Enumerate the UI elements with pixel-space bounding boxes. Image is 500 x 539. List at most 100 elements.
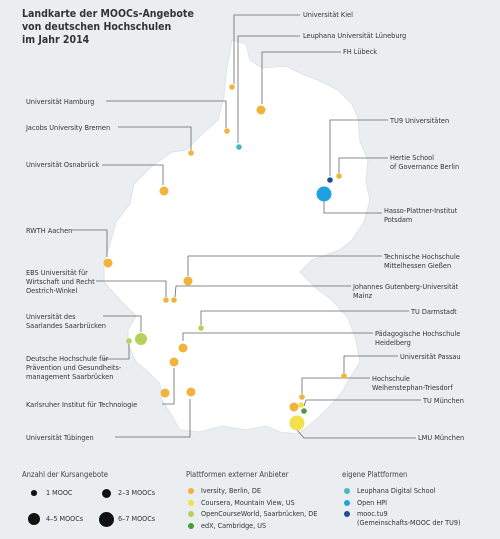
marker-dhfpg <box>169 357 179 367</box>
label-tudarmstadt: TU Darmstadt <box>411 307 457 316</box>
leader-line-lueneburg <box>237 35 300 143</box>
marker-lmu <box>289 415 305 431</box>
label-mainz: Johannes Gutenberg-Universität Mainz <box>353 282 459 300</box>
legend-count-label-1: 2–3 MOOCs <box>118 488 156 497</box>
marker-kit <box>186 387 196 397</box>
marker-phheidelberg <box>178 343 188 353</box>
leader-line-jacobs <box>118 126 192 150</box>
legend-external-dot-3 <box>188 522 194 529</box>
legend-external-label-1: Coursera, Mountain View, US <box>201 497 295 507</box>
marker-aachen <box>103 258 113 268</box>
legend-own-dot-1 <box>344 499 350 506</box>
marker-mainz <box>171 297 177 303</box>
marker-tu9 <box>327 177 333 183</box>
leader-line-phheidelberg <box>182 332 373 341</box>
leader-line-thm <box>187 255 382 276</box>
legend-external-dot-1 <box>188 499 194 506</box>
legend-external-label-2: OpenCourseWorld, Saarbrücken, DE <box>201 509 318 518</box>
marker-lueneburg <box>236 144 242 150</box>
label-lueneburg: Leuphana Universität Lüneburg <box>303 31 407 40</box>
label-tum: TU München <box>423 396 464 405</box>
legend-external-label-3: edX, Cambridge, US <box>201 520 267 530</box>
germany-outline <box>103 39 371 435</box>
marker-thm <box>183 276 193 286</box>
legend-external-label-0: Iversity, Berlin, DE <box>201 486 261 495</box>
legend-own-label-1: Open HPI <box>357 497 387 507</box>
legend-count-dot-1 <box>101 488 111 498</box>
leader-line-lmu <box>296 429 416 439</box>
marker-tum_c <box>298 402 304 408</box>
label-passau: Universität Passau <box>400 352 461 361</box>
label-osnabrueck: Universität Osnabrück <box>26 160 100 169</box>
leader-line-tum <box>303 399 421 407</box>
label-kiel: Universität Kiel <box>303 10 353 19</box>
legend-count-label-3: 6–7 MOOCs <box>118 514 156 523</box>
label-dhfpg: Deutsche Hochschule für Prävention und G… <box>26 354 122 381</box>
marker-saarland_b <box>135 333 147 345</box>
marker-hamburg <box>224 128 230 134</box>
label-kit: Karlsruher Institut für Technologie <box>26 400 138 409</box>
marker-passau <box>341 373 347 379</box>
leader-line-saarland <box>103 315 142 332</box>
label-tu9: TU9 Universitäten <box>390 116 450 125</box>
leader-line-hpi <box>323 201 382 214</box>
leader-line-hertie <box>338 157 388 173</box>
leader-line-kiel <box>233 14 300 84</box>
legend-count-dot-3 <box>98 511 114 527</box>
legend-count-dot-0 <box>31 490 37 496</box>
marker-hertie <box>336 173 342 179</box>
map-title: Landkarte der MOOCs-Angebote von deutsch… <box>22 8 222 47</box>
label-tuebingen: Universität Tübingen <box>26 433 94 442</box>
label-aachen: RWTH Aachen <box>26 226 73 235</box>
legend-count-dot-2 <box>28 513 40 525</box>
leader-line-tudarmstadt <box>200 310 409 325</box>
legend-own-label-0: Leuphana Digital School <box>357 486 436 495</box>
label-hpi: Hasso-Plattner-Institut Potsdam <box>384 206 458 224</box>
leader-line-osnabrueck <box>102 164 164 185</box>
marker-weihenstephan <box>299 394 305 400</box>
marker-hpi <box>316 186 332 202</box>
marker-luebeck <box>256 105 266 115</box>
leader-line-tu9 <box>329 119 388 176</box>
marker-osnabrueck <box>159 186 169 196</box>
label-weihenstephan: Hochschule Weihenstephan-Triesdorf <box>372 374 453 392</box>
title-line-3: im Jahr 2014 <box>22 34 90 46</box>
leader-line-mainz <box>174 285 351 298</box>
marker-jacobs <box>188 150 194 156</box>
marker-saarland_a <box>126 338 132 344</box>
leader-line-tuebingen <box>115 399 191 438</box>
legend-own-label-2: mooc.tu9 (Gemeinschafts-MOOC der TU9) <box>357 509 461 527</box>
marker-tum_b <box>301 408 307 414</box>
legend-count-label-0: 1 MOOC <box>46 488 73 497</box>
leader-line-hamburg <box>106 100 227 128</box>
legend-own-dot-0 <box>344 488 350 494</box>
legend-count-label-2: 4–5 MOOCs <box>46 514 84 523</box>
legend-external-dot-0 <box>188 488 194 494</box>
marker-ebs <box>163 297 169 303</box>
label-phheidelberg: Pädagogische Hochschule Heidelberg <box>375 329 461 347</box>
leader-line-dhfpg <box>103 344 130 360</box>
leader-line-passau <box>343 355 398 373</box>
leader-line-aachen <box>72 229 108 257</box>
legend-external-heading: Plattformen externer Anbieter <box>186 470 289 479</box>
label-jacobs: Jacobs University Bremen <box>26 123 111 132</box>
label-saarland: Universität des Saarlandes Saarbrücken <box>26 312 106 330</box>
leader-line-weihenstephan <box>301 377 370 394</box>
marker-tudarmstadt <box>198 325 204 331</box>
leader-line-luebeck <box>261 51 341 104</box>
label-luebeck: FH Lübeck <box>343 47 378 56</box>
title-line-1: Landkarte der MOOCs-Angebote <box>22 8 194 20</box>
label-ebs: EBS Universität für Wirtschaft und Recht… <box>26 268 95 295</box>
marker-kiel <box>229 84 235 90</box>
label-hamburg: Universität Hamburg <box>26 97 95 106</box>
marker-tum_a <box>289 402 299 412</box>
marker-tuebingen <box>160 388 170 398</box>
legend-count-heading: Anzahl der Kursangebote <box>22 470 108 479</box>
title-line-2: von deutschen Hochschulen <box>22 21 172 33</box>
label-lmu: LMU München <box>418 433 465 442</box>
legend-own-dot-2 <box>344 511 350 517</box>
leader-line-kit <box>162 368 175 405</box>
leader-line-ebs <box>96 280 167 297</box>
